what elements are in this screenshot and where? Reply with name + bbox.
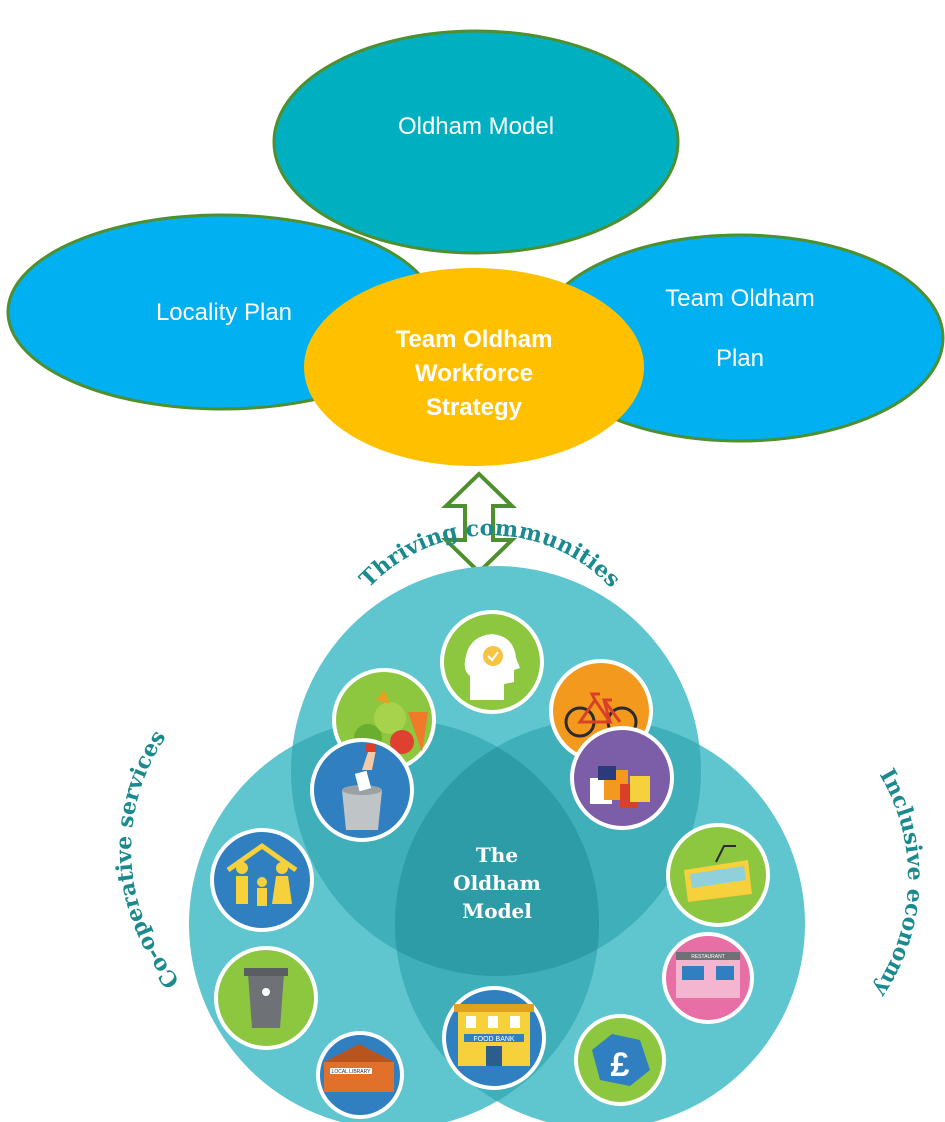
oval-workforce-strategy — [304, 268, 644, 466]
label-strategy-line3: Strategy — [426, 394, 523, 421]
shopping-bags-icon — [570, 726, 674, 830]
venn-center-line3: Model — [462, 899, 532, 923]
mental-health-icon — [440, 610, 544, 714]
svg-text:£: £ — [611, 1046, 630, 1084]
venn-center-line2: Oldham — [453, 871, 541, 895]
wheelie-bin-icon — [214, 946, 318, 1050]
label-locality-plan: Locality Plan — [156, 299, 292, 326]
restaurant-icon: RESTAURANT — [662, 932, 754, 1024]
tram-icon — [666, 823, 770, 927]
label-cooperative-services: Co-operative services — [111, 725, 185, 993]
food-bank-icon: FOOD BANK — [442, 986, 546, 1090]
label-strategy-line2: Workforce — [415, 360, 533, 387]
label-inclusive-economy: Inclusive economy — [868, 764, 928, 1002]
restaurant-sign: RESTAURANT — [691, 954, 725, 960]
recycling-icon — [310, 738, 414, 842]
label-team-oldham-plan-1: Team Oldham — [665, 285, 814, 312]
pound-icon: £ — [574, 1014, 666, 1106]
library-icon: LOCAL LIBRARY — [316, 1031, 404, 1119]
oval-diagram: Oldham Model Locality Plan Team Oldham P… — [6, 29, 945, 466]
label-strategy-line1: Team Oldham — [396, 326, 553, 353]
food-bank-sign: FOOD BANK — [473, 1036, 515, 1043]
family-housing-icon — [210, 828, 314, 932]
oval-oldham-model — [272, 29, 680, 255]
label-oldham-model: Oldham Model — [398, 113, 554, 140]
label-team-oldham-plan-2: Plan — [716, 345, 764, 372]
library-sign: LOCAL LIBRARY — [332, 1069, 372, 1075]
venn-diagram: Thriving communities Co-operative servic… — [111, 515, 928, 1122]
venn-center-line1: The — [476, 843, 518, 867]
